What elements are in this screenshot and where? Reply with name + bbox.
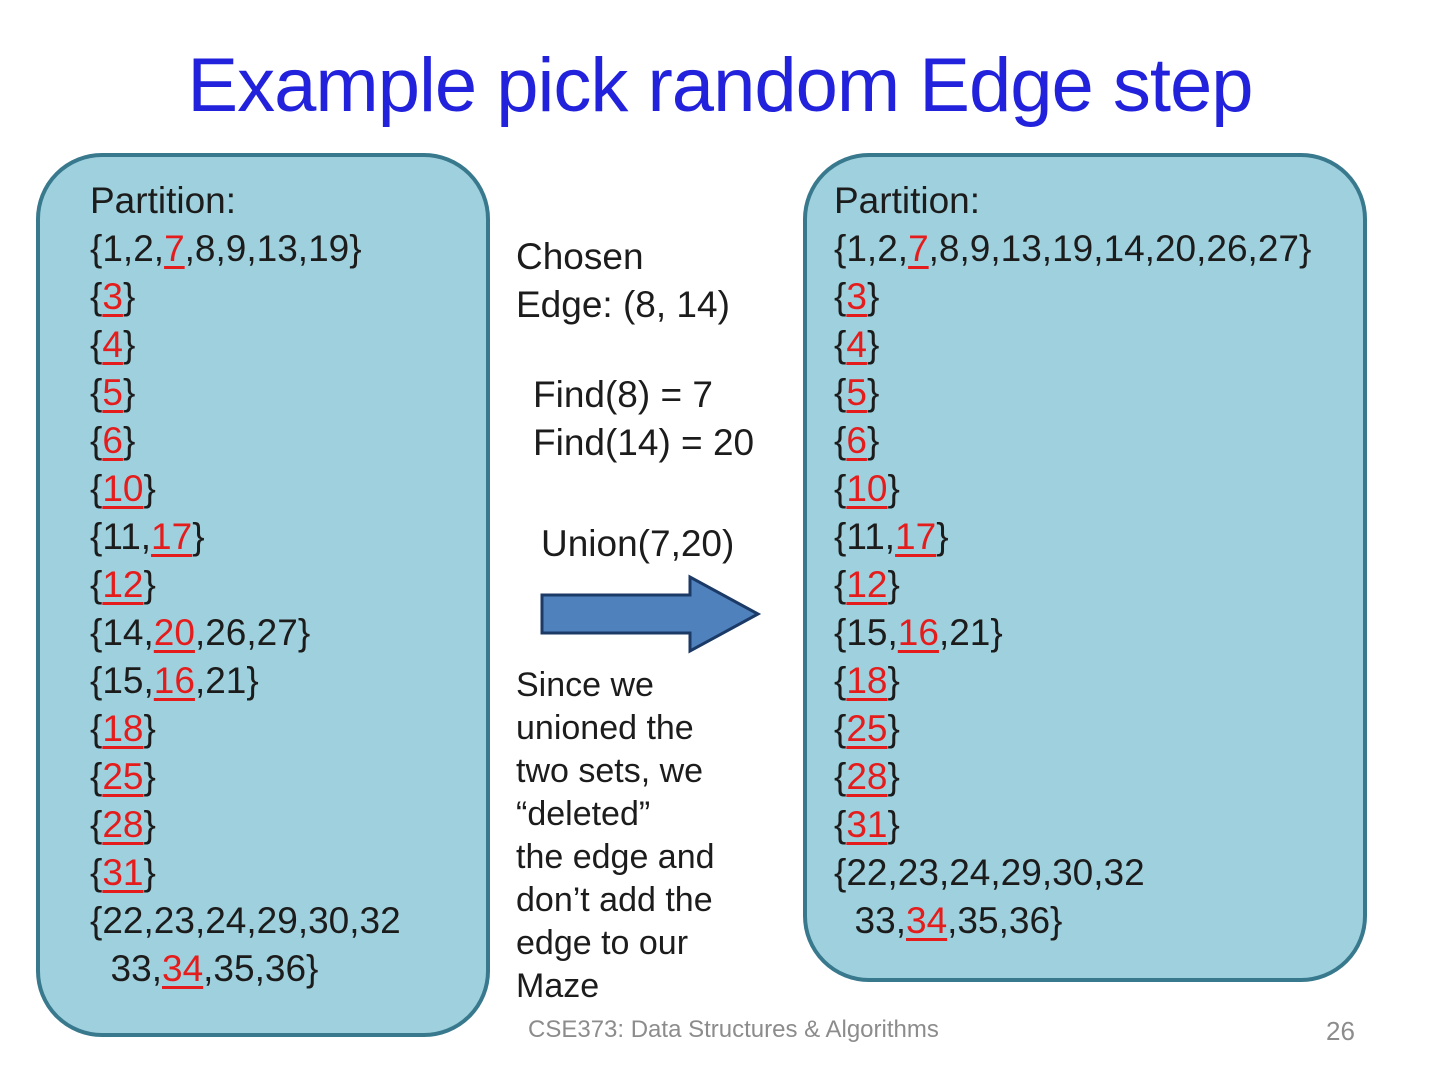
partition-line: {28} bbox=[90, 804, 156, 845]
root-number: 17 bbox=[895, 516, 937, 557]
explanation-note: Since we unioned the two sets, we “deleted”… bbox=[516, 664, 715, 1008]
root-number: 28 bbox=[102, 804, 144, 845]
root-number: 18 bbox=[846, 660, 888, 701]
root-number: 28 bbox=[846, 756, 888, 797]
partition-line: {25} bbox=[90, 756, 156, 797]
partition-line: {25} bbox=[834, 708, 900, 749]
root-number: 16 bbox=[897, 612, 939, 653]
text-line: “deleted” bbox=[516, 795, 651, 833]
partition-line: {15,16,21} bbox=[90, 660, 259, 701]
root-number: 7 bbox=[908, 228, 929, 269]
root-number: 3 bbox=[102, 276, 123, 317]
partition-line: {6} bbox=[90, 420, 136, 461]
text-line: Find(8) = 7 bbox=[533, 374, 713, 415]
partition-line: {4} bbox=[834, 324, 880, 365]
root-number: 4 bbox=[102, 324, 123, 365]
root-number: 18 bbox=[102, 708, 144, 749]
partition-line: {18} bbox=[90, 708, 156, 749]
partition-line: 33,34,35,36} bbox=[90, 948, 319, 989]
partition-line: 33,34,35,36} bbox=[834, 900, 1063, 941]
partition-line: {11,17} bbox=[834, 516, 949, 557]
partition-line: {5} bbox=[834, 372, 880, 413]
text-line: Since we bbox=[516, 666, 654, 704]
partition-line: {3} bbox=[834, 276, 880, 317]
root-number: 5 bbox=[102, 372, 123, 413]
partition-line: {4} bbox=[90, 324, 136, 365]
right-partition-panel: Partition: {1,2,7,8,9,13,19,14,20,26,27} {… bbox=[803, 153, 1367, 982]
partition-line: {28} bbox=[834, 756, 900, 797]
text-line: Find(14) = 20 bbox=[533, 422, 755, 463]
partition-line: {12} bbox=[834, 564, 900, 605]
slide-title: Example pick random Edge step bbox=[187, 43, 1253, 128]
partition-line: {14,20,26,27} bbox=[90, 612, 311, 653]
partition-line: Partition: bbox=[834, 180, 981, 221]
root-number: 10 bbox=[102, 468, 144, 509]
footer-course-label: CSE373: Data Structures & Algorithms bbox=[528, 1016, 939, 1043]
right-partition-text: Partition: {1,2,7,8,9,13,19,14,20,26,27} {… bbox=[834, 177, 1311, 945]
root-number: 7 bbox=[164, 228, 185, 269]
root-number: 20 bbox=[153, 612, 195, 653]
partition-line: {3} bbox=[90, 276, 136, 317]
root-number: 34 bbox=[162, 948, 204, 989]
partition-line: {15,16,21} bbox=[834, 612, 1003, 653]
root-number: 31 bbox=[846, 804, 888, 845]
partition-line: Partition: bbox=[90, 180, 237, 221]
text-line: don’t add the bbox=[516, 881, 713, 919]
text-line: Maze bbox=[516, 967, 600, 1005]
find-results-label: Find(8) = 7 Find(14) = 20 bbox=[533, 371, 754, 467]
partition-line: {10} bbox=[90, 468, 156, 509]
partition-line: {22,23,24,29,30,32 bbox=[834, 852, 1145, 893]
partition-line: {5} bbox=[90, 372, 136, 413]
text-line: unioned the bbox=[516, 709, 694, 747]
text-line: Edge: (8, 14) bbox=[516, 284, 730, 325]
root-number: 25 bbox=[102, 756, 144, 797]
partition-line: {10} bbox=[834, 468, 900, 509]
left-partition-text: Partition: {1,2,7,8,9,13,19} {3} {4} {5} {6} {… bbox=[90, 177, 401, 993]
partition-line: {22,23,24,29,30,32 bbox=[90, 900, 401, 941]
root-number: 25 bbox=[846, 708, 888, 749]
partition-line: {12} bbox=[90, 564, 156, 605]
root-number: 6 bbox=[846, 420, 867, 461]
root-number: 34 bbox=[906, 900, 948, 941]
root-number: 4 bbox=[846, 324, 867, 365]
union-label: Union(7,20) bbox=[541, 523, 735, 564]
text-line: the edge and bbox=[516, 838, 715, 876]
partition-line: {11,17} bbox=[90, 516, 205, 557]
root-number: 3 bbox=[846, 276, 867, 317]
root-number: 5 bbox=[846, 372, 867, 413]
root-number: 6 bbox=[102, 420, 123, 461]
partition-line: {31} bbox=[834, 804, 900, 845]
root-number: 12 bbox=[846, 564, 888, 605]
text-line: edge to our bbox=[516, 924, 689, 962]
footer-page-number: 26 bbox=[1326, 1016, 1355, 1046]
text-line: Chosen bbox=[516, 236, 644, 277]
left-partition-panel: Partition: {1,2,7,8,9,13,19} {3} {4} {5} {6} {… bbox=[36, 153, 490, 1037]
partition-line: {6} bbox=[834, 420, 880, 461]
partition-line: {18} bbox=[834, 660, 900, 701]
root-number: 10 bbox=[846, 468, 888, 509]
partition-line: {31} bbox=[90, 852, 156, 893]
root-number: 17 bbox=[151, 516, 193, 557]
right-block-arrow-icon bbox=[540, 574, 762, 654]
text-line: two sets, we bbox=[516, 752, 704, 790]
root-number: 31 bbox=[102, 852, 144, 893]
root-number: 16 bbox=[153, 660, 195, 701]
partition-line: {1,2,7,8,9,13,19,14,20,26,27} bbox=[834, 228, 1312, 269]
root-number: 12 bbox=[102, 564, 144, 605]
partition-line: {1,2,7,8,9,13,19} bbox=[90, 228, 362, 269]
